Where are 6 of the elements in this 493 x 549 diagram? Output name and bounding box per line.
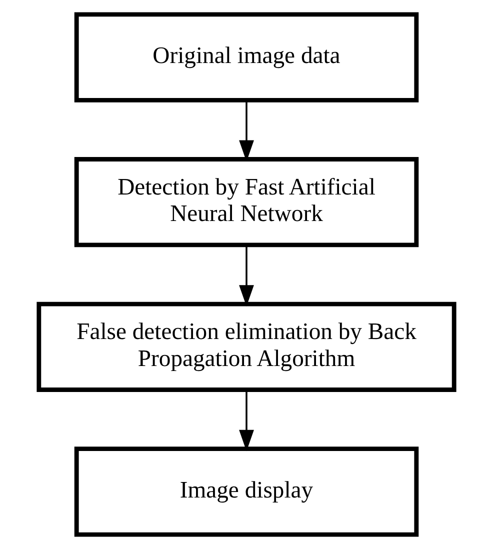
node-box: Detection by Fast Artificial Neural Network [74,157,419,248]
node-box: Image display [74,446,419,537]
node-box: False detection elimination by Back Propagation Algorithm [36,302,456,392]
node-box: Original image data [74,12,419,102]
arrow [239,390,254,452]
arrow [239,245,254,306]
